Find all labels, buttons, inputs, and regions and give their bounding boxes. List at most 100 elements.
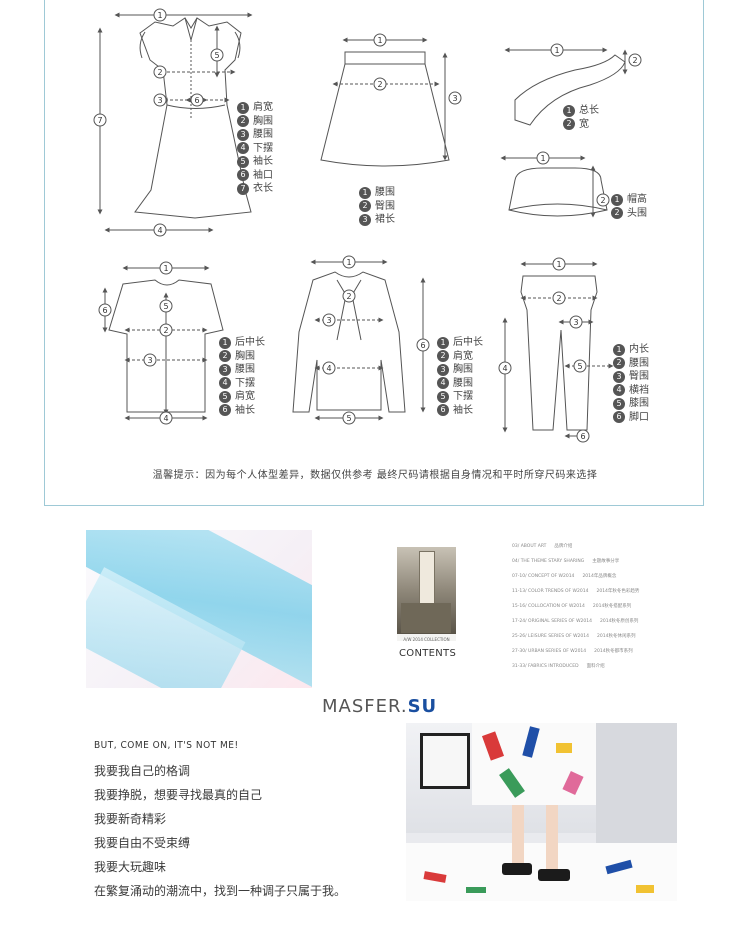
legend-number-badge: 5 [219,390,231,403]
measurement-marker: 3 [143,353,157,367]
slogan-line: 我要我自己的格调 [94,764,191,778]
svg-text:2: 2 [346,292,351,301]
slogan-line: 我要自由不受束缚 [94,836,191,850]
toc-page: 31-33/ [512,664,529,669]
legend-label: 臀围 [629,371,649,382]
pants-drawing [502,261,614,439]
svg-text:1: 1 [157,11,162,20]
toc-page: 07-10/ [512,574,529,579]
measurement-marker: 3 [569,315,583,329]
measurement-marker: 1 [373,33,387,47]
svg-text:1: 1 [556,260,561,269]
measurement-marker: 3 [153,93,167,107]
slogan-line: 我要大玩趣味 [94,860,167,874]
toc-title-zh: 2014秋冬原创系列 [599,619,639,624]
svg-text:2: 2 [163,326,168,335]
dress-drawing [97,12,253,233]
legend-number-badge: 1 [611,193,623,206]
cover-caption: A/W 2014 COLLECTION [403,637,450,642]
toc-title-zh: 2014年秋冬色彩趋势 [596,589,640,594]
legend-label: 裙长 [375,214,395,225]
svg-text:6: 6 [420,341,425,350]
slogan-headline: BUT, COME ON, IT'S NOT ME! [94,740,239,751]
legend-number-badge: 4 [437,377,449,390]
toc-page: 03/ [512,544,521,549]
measurement-marker: 4 [153,223,167,237]
legend-item: 3 臀围 [613,370,649,384]
legend-label: 总长 [579,105,599,116]
legend-label: 腰围 [629,357,649,369]
legend-label: 腰围 [235,364,255,375]
slogan-line: 在繁复涌动的潮流中，找到一种调子只属于我。 [94,884,347,898]
measurement-marker: 2 [628,53,642,67]
legend-number-badge: 1 [219,336,231,349]
magazine-cover: A/W 2014 COLLECTION [397,547,456,642]
toc-title-zh: 2014秋冬休闲系列 [597,634,636,639]
legend-label: 腰围 [375,187,395,198]
svg-text:7: 7 [97,116,102,125]
toc-title-en: LEISURE SERIES OF W2014 [528,634,590,639]
legend-number-badge: 6 [437,404,449,417]
skirt-drawing [320,37,450,167]
legend-number-badge: 2 [437,350,449,363]
svg-text:3: 3 [157,96,162,105]
toc-title-en: FABRICS INTRODUCED [528,664,579,669]
legend-number-badge: 3 [613,370,625,383]
measurement-marker: 3 [448,91,462,105]
toc-title-zh: 2014秋冬搭配系列 [592,604,632,609]
toc-title-en: COLLOCATION OF W2014 [528,604,585,609]
toc-title-en: CONCEPT OF W2014 [528,574,575,579]
toc-title-en: THE THEME STARY SHARING [520,559,585,564]
measurement-marker: 2 [552,291,566,305]
legend-number-badge: 2 [237,115,249,128]
brand-name-part1: MASFER. [322,696,408,717]
legend-number-badge: 1 [613,343,625,356]
legend-number-badge: 6 [237,169,249,182]
measurement-marker: 2 [596,193,610,207]
legend-label: 肩宽 [253,102,273,113]
svg-text:3: 3 [452,94,457,103]
svg-text:4: 4 [157,226,162,235]
toc-title-zh: 2014秋冬都市系列 [594,649,633,654]
legend-label: 腰围 [453,377,473,389]
legend-label: 袖口 [253,169,273,181]
toc-title-zh: 主题故事分享 [592,559,620,564]
measurement-marker: 3 [322,313,336,327]
measurement-marker: 1 [342,255,356,269]
measurement-marker: 1 [550,43,564,57]
svg-text:4: 4 [326,364,331,373]
legend-number-badge: 2 [219,350,231,363]
legend-number-badge: 2 [611,207,623,220]
legend-number-badge: 5 [613,397,625,410]
measurement-marker: 2 [342,289,356,303]
legend-label: 内长 [629,344,649,355]
legend-number-badge: 6 [219,404,231,417]
legend-item: 4 腰围 [437,377,483,391]
legend-item: 6 袖口 [237,169,273,183]
svg-text:6: 6 [580,432,585,441]
measurement-marker: 7 [93,113,107,127]
svg-text:6: 6 [194,96,199,105]
svg-text:1: 1 [554,46,559,55]
